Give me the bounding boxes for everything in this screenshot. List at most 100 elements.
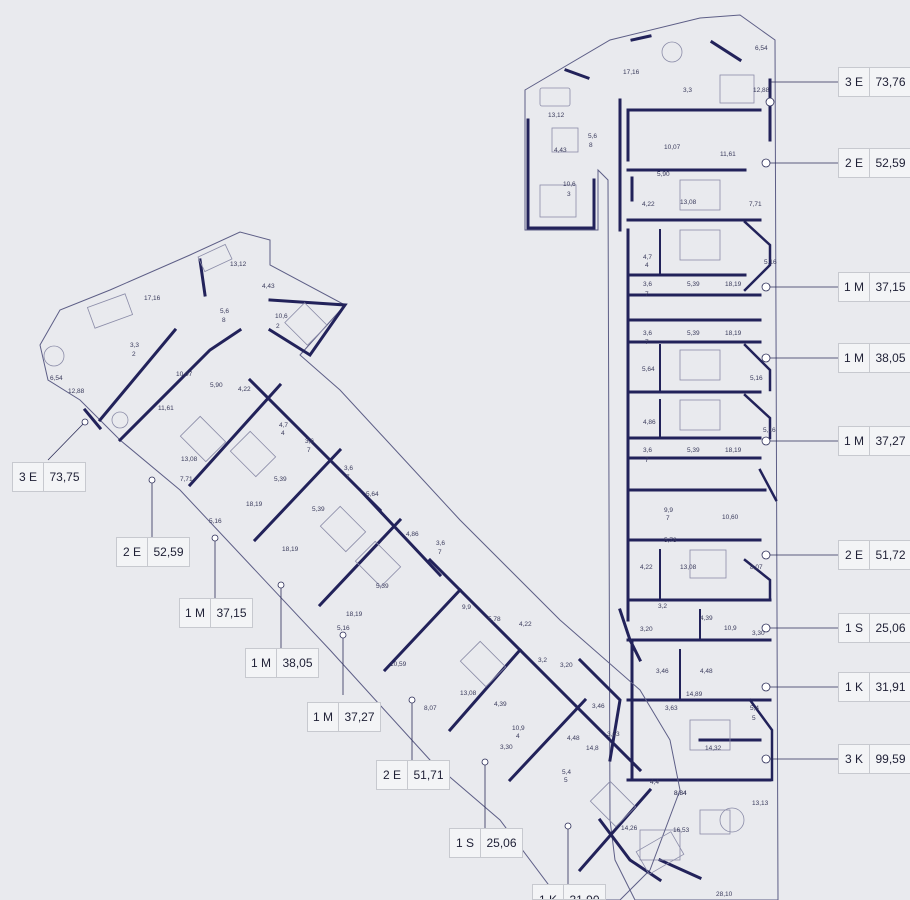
room-area: 14,8 [586,745,599,752]
room-area: 9,9 [462,604,471,611]
room-area: 7 [438,549,442,556]
room-area: 16,53 [673,827,690,834]
room-area: 4,4 [650,779,659,786]
room-area: 7 [346,474,350,481]
room-area: 5,64 [642,366,655,373]
apartment-type: 2 E [839,149,870,177]
room-area: 17,16 [623,69,640,76]
apartment-label-l3[interactable]: 1 M 37,15 [179,598,253,628]
apartment-area: 25,06 [486,836,517,850]
room-area: 4,43 [554,147,567,154]
room-area: 4,22 [238,386,251,393]
apartment-label-r2[interactable]: 2 E 52,59 [838,148,910,178]
room-area: 8,07 [424,705,437,712]
apartment-label-r6[interactable]: 2 E 51,72 [838,540,910,570]
room-area: 5,39 [274,476,287,483]
apartment-label-r1[interactable]: 3 E 73,76 [838,67,910,97]
apartment-area: 38,05 [282,656,313,670]
room-area: 4,22 [640,564,653,571]
apartment-label-l6[interactable]: 2 E 51,71 [376,760,450,790]
room-area: 4 [516,733,520,740]
room-area: 8 [222,317,226,324]
apartment-label-r9[interactable]: 3 K 99,59 [838,744,910,774]
room-area: 4,7 [643,254,652,261]
apartment-type: 1 M [839,273,870,301]
apartment-label-l4[interactable]: 1 M 38,05 [245,648,319,678]
apartment-type: 1 M [839,344,870,372]
room-area: 5,39 [687,330,700,337]
room-area: 5,39 [687,447,700,454]
apartment-area: 37,27 [344,710,375,724]
room-area: 5,64 [366,491,379,498]
apartment-area: 52,59 [875,156,906,170]
room-area: 4,48 [567,735,580,742]
room-area: 3,20 [560,662,573,669]
apartment-type: 3 E [839,68,870,96]
room-area: 3,6 [436,540,445,547]
apartment-label-l7[interactable]: 1 S 25,06 [449,828,523,858]
apartment-label-l8[interactable]: 1 K 31,90 [532,884,606,900]
apartment-area: 31,91 [875,680,906,694]
room-area: 11,61 [720,151,736,158]
room-area: 3,20 [640,626,653,633]
room-area: 3,6 [305,438,314,445]
room-area: 5,90 [210,382,223,389]
room-area: 3,2 [658,603,667,610]
room-area: 7 [645,291,649,298]
apartment-type: 1 S [839,614,870,642]
room-area: 18,19 [282,546,299,553]
room-area: 5,16 [209,518,222,525]
room-area: 7 [666,515,670,522]
apartment-label-l1[interactable]: 3 E 73,75 [12,462,86,492]
room-area: 17,16 [144,295,161,302]
apartment-area: 25,06 [875,621,906,635]
room-area: 7 [645,339,649,346]
apartment-label-r4[interactable]: 1 M 38,05 [838,343,910,373]
room-area: 3,63 [607,731,620,738]
right-room-areas: 17,16 6,54 3,3 12,88 13,12 5,6 8 4,43 10… [548,45,777,898]
apartment-area: 73,75 [49,470,80,484]
apartment-label-l2[interactable]: 2 E 52,59 [116,537,190,567]
room-area: 3,30 [500,744,513,751]
room-area: 3,3 [683,87,692,94]
left-room-areas: 17,16 13,12 4,43 10,6 2 5,6 8 3,3 2 6,54… [50,261,690,834]
room-area: 2 [132,351,136,358]
room-area: 13,08 [460,690,477,697]
room-area: 4 [281,430,285,437]
room-area: 4,86 [643,419,656,426]
room-area: 3,46 [592,703,605,710]
apartment-type: 2 E [839,541,870,569]
apartment-type: 2 E [377,761,408,789]
apartment-area: 37,27 [875,434,906,448]
room-area: 18,19 [246,501,263,508]
apartment-area: 37,15 [875,280,906,294]
apartment-label-l5[interactable]: 1 M 37,27 [307,702,381,732]
apartment-label-r3[interactable]: 1 M 37,15 [838,272,910,302]
apartment-label-r8[interactable]: 1 K 31,91 [838,672,910,702]
room-area: 28,10 [716,891,733,898]
room-area: 5,39 [687,281,700,288]
room-area: 10,9 [512,725,525,732]
room-area: 13,08 [680,564,697,571]
apartment-label-r5[interactable]: 1 M 37,27 [838,426,910,456]
room-area: 10,6 [275,313,288,320]
room-area: 5,90 [657,171,670,178]
room-area: 13,13 [752,800,769,807]
room-area: 13,08 [680,199,697,206]
room-area: 5,78 [488,616,501,623]
room-area: 5,16 [337,625,350,632]
left-leader-lines [47,418,572,884]
room-area: 5,39 [312,506,325,513]
apartment-type: 1 K [839,673,870,701]
room-area: 7,71 [180,476,193,483]
right-building-outline [524,14,779,900]
room-area: 5,4 [562,769,571,776]
room-area: 18,19 [725,281,742,288]
apartment-area: 73,76 [875,75,906,89]
apartment-label-r7[interactable]: 1 S 25,06 [838,613,910,643]
right-leader-lines [761,81,838,764]
room-area: 10,59 [390,661,407,668]
apartment-area: 31,90 [569,893,600,900]
room-area: 3,6 [643,447,652,454]
